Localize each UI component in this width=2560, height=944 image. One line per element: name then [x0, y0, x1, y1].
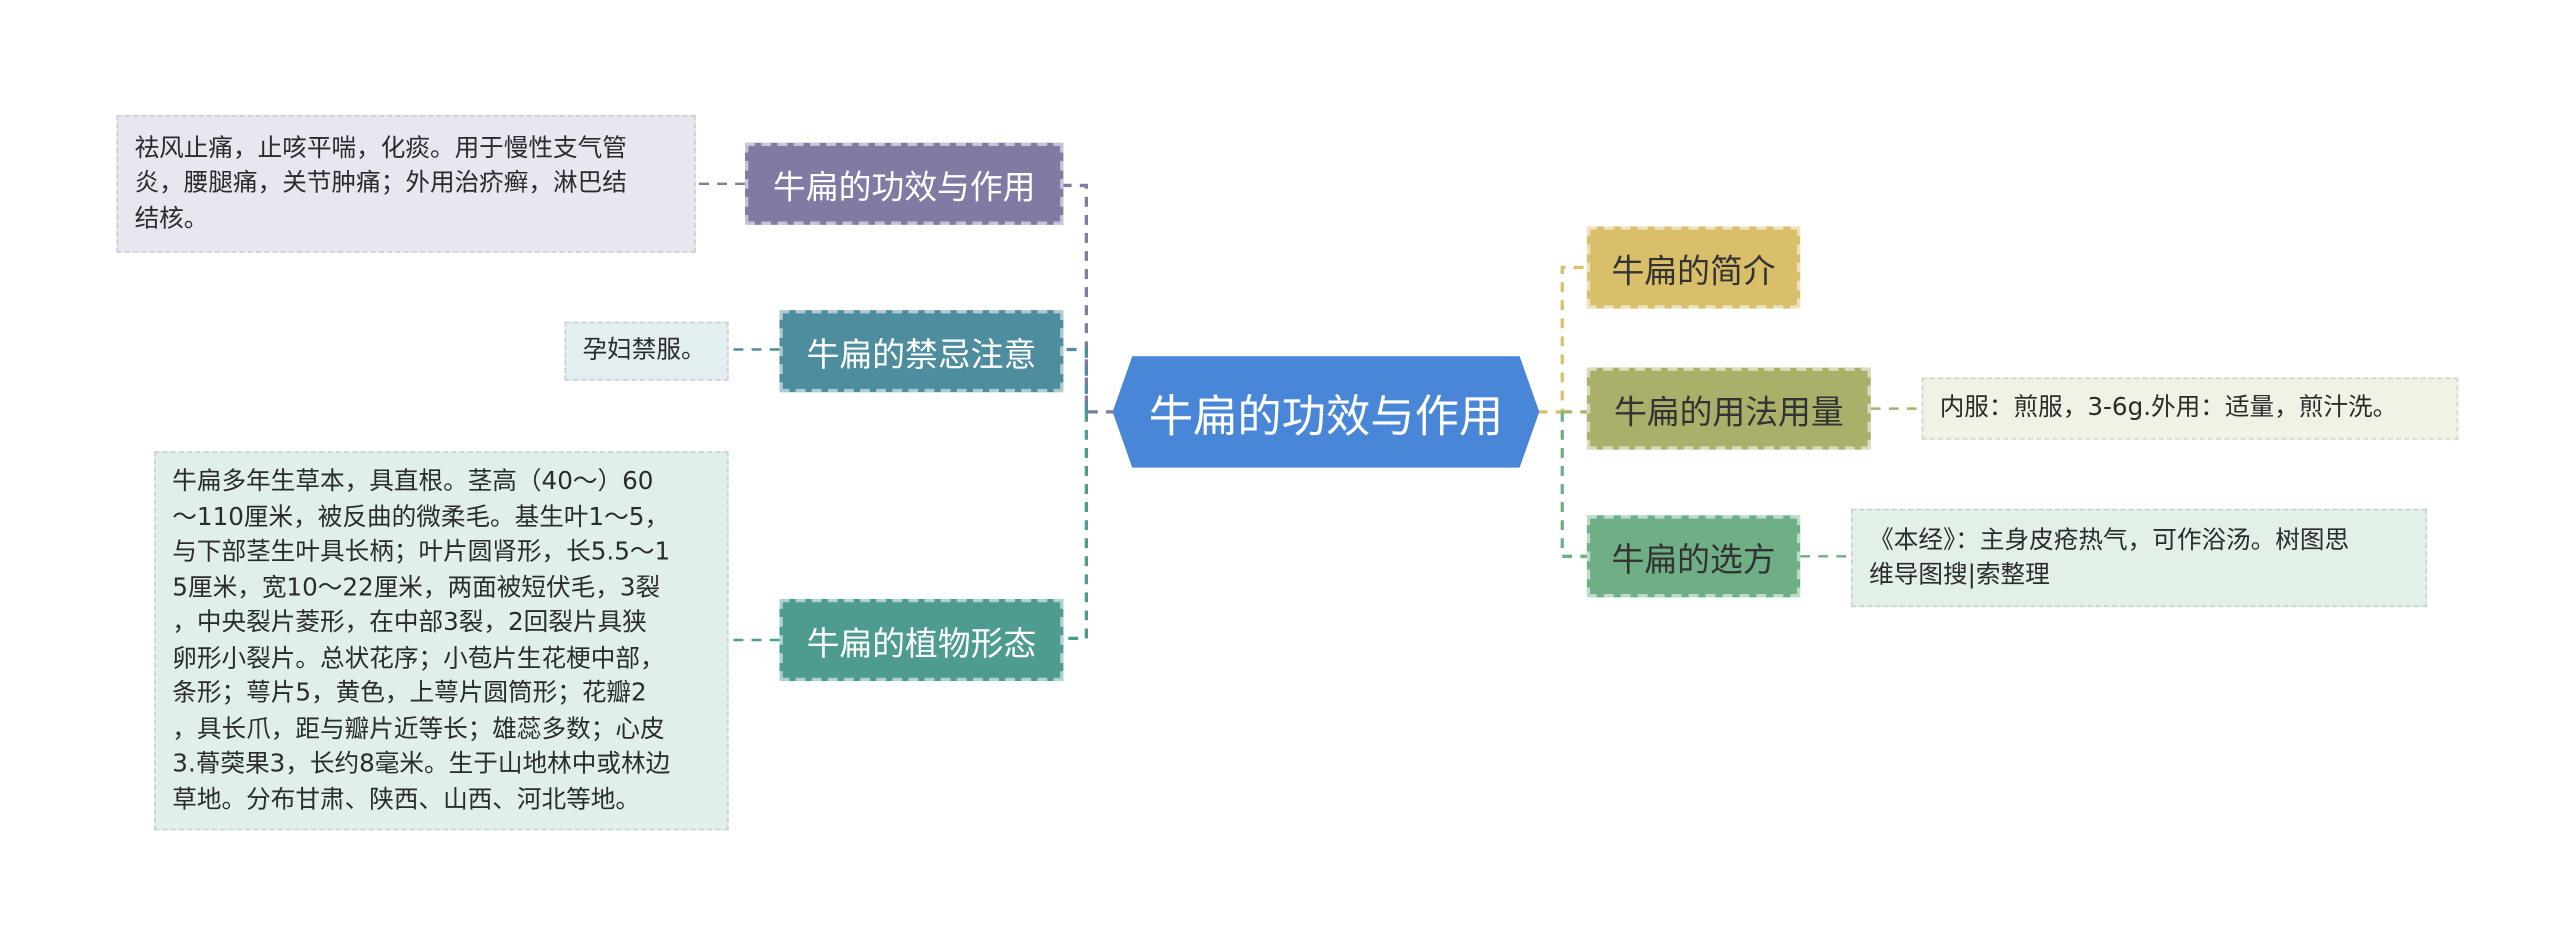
note-usage-dosage: 内服：煎服，3-6g.外用：适量，煎汁洗。 [1921, 377, 2459, 440]
connector-right-bot [1560, 411, 1587, 558]
topic-morphology-label: 牛扁的植物形态 [806, 622, 1037, 663]
topic-prescriptions-label: 牛扁的选方 [1611, 539, 1776, 579]
topic-introduction-label: 牛扁的简介 [1611, 250, 1776, 290]
topic-introduction[interactable]: 牛扁的简介 [1586, 226, 1801, 309]
connector-left-mid [1063, 347, 1088, 412]
note-morphology-text: 牛扁多年生草本，具直根。茎高（40～）60 ～110厘米，被反曲的微柔毛。基生叶… [172, 466, 671, 814]
topic-contraindications-label: 牛扁的禁忌注意 [806, 333, 1037, 374]
note-usage-dosage-text: 内服：煎服，3-6g.外用：适量，煎汁洗。 [1939, 392, 2398, 423]
topic-efficacy[interactable]: 牛扁的功效与作用 [745, 142, 1064, 225]
connector-right-top [1537, 265, 1587, 414]
topic-usage-dosage-label: 牛扁的用法用量 [1613, 391, 1844, 431]
note-efficacy: 祛风止痛，止咳平喘，化痰。用于慢性支气管 炎，腰腿痛，关节肿痛；外用治疥癣，淋巴… [116, 114, 696, 253]
connector-left-bot [1063, 411, 1088, 640]
topic-morphology[interactable]: 牛扁的植物形态 [779, 598, 1064, 682]
central-topic[interactable]: 牛扁的功效与作用 [1112, 356, 1540, 468]
topic-usage-dosage[interactable]: 牛扁的用法用量 [1586, 367, 1871, 450]
note-contraindications: 孕妇禁服。 [564, 321, 729, 381]
note-prescriptions-text: 《本经》：主身皮疮热气，可作浴汤。树图思 维导图搜|索整理 [1869, 524, 2350, 590]
note-contraindications-text: 孕妇禁服。 [582, 335, 706, 365]
central-topic-label: 牛扁的功效与作用 [1148, 391, 1504, 443]
note-efficacy-text: 祛风止痛，止咳平喘，化痰。用于慢性支气管 炎，腰腿痛，关节肿痛；外用治疥癣，淋巴… [134, 132, 627, 233]
central-topic-shape [1112, 356, 1540, 468]
connector-left-trunk [1063, 183, 1116, 414]
topic-efficacy-label: 牛扁的功效与作用 [772, 166, 1036, 206]
topic-prescriptions[interactable]: 牛扁的选方 [1586, 515, 1801, 598]
topic-contraindications[interactable]: 牛扁的禁忌注意 [779, 310, 1064, 393]
note-prescriptions: 《本经》：主身皮疮热气，可作浴汤。树图思 维导图搜|索整理 [1851, 508, 2428, 608]
note-morphology: 牛扁多年生草本，具直根。茎高（40～）60 ～110厘米，被反曲的微柔毛。基生叶… [154, 451, 729, 831]
